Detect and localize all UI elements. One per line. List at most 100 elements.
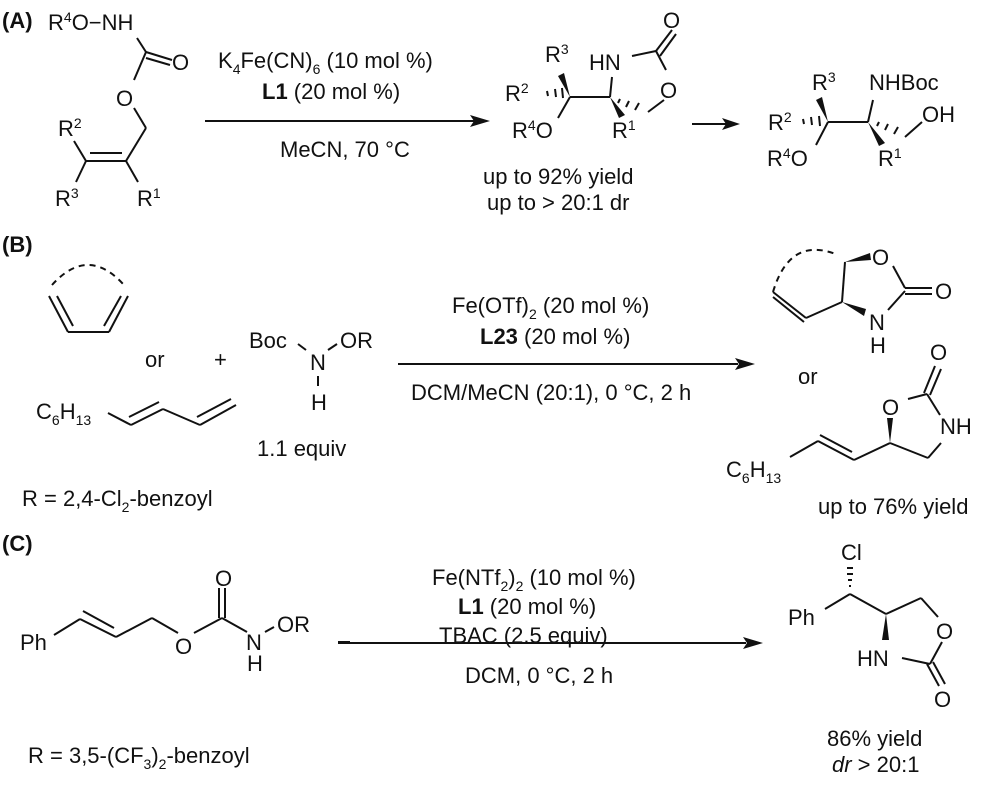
panel-a-conditions: K4Fe(CN)6 (10 mol %) L1 (20 mol %) MeCN,… [205, 48, 490, 162]
panel-c-product: Cl Ph O HN O 86% yield dr > 20:1 [788, 540, 953, 777]
ring-oxygen: O [872, 245, 889, 270]
panel-b-product-vinyl-oxazolidinone: O O NH C6H13 up to 76% yield [726, 340, 972, 519]
bond [125, 160, 139, 183]
h-label: H [247, 651, 263, 676]
bond [889, 442, 929, 459]
r2-substituent: R2 [505, 80, 529, 106]
bond [920, 597, 939, 618]
hash-bond [893, 126, 899, 135]
wedge-bond [887, 418, 893, 443]
ligand-label: L23 (20 mol %) [480, 324, 630, 349]
or-group: OR [277, 612, 310, 637]
bond [136, 37, 147, 53]
boc-hydroxylamine-reagent: Boc N OR H 1.1 equiv [249, 328, 373, 461]
arrowhead-icon [722, 118, 740, 130]
or-group: OR [340, 328, 373, 353]
ester-oxygen: O [175, 634, 192, 659]
panel-c-reactant: Ph O O N OR H [20, 566, 310, 676]
carbonyl-oxygen: O [172, 50, 189, 75]
bond [789, 440, 819, 458]
panel-c-conditions: Fe(NTf2)2 (10 mol %) L1 (20 mol %) TBAC … [338, 565, 763, 688]
double-bond [929, 368, 942, 396]
or-label: or [798, 364, 818, 389]
ring-oxygen: O [882, 395, 899, 420]
bond [904, 121, 923, 138]
r1-substituent: R1 [137, 185, 161, 211]
double-bond [819, 434, 853, 453]
wedge-bond [842, 302, 866, 316]
panel-a-product-amino-alcohol: R3 NHBoc OH R2 R4O R1 [767, 69, 955, 171]
double-bond [56, 295, 74, 327]
chlorine-label: Cl [841, 540, 862, 565]
catalyst-label: K4Fe(CN)6 (10 mol %) [218, 48, 433, 77]
wedge-bond [882, 614, 889, 640]
carbonyl-oxygen: O [930, 340, 947, 365]
bond [927, 442, 942, 459]
carbonyl-oxygen: O [215, 566, 232, 591]
panel-b-label: (B) [2, 232, 33, 257]
hash-bond [561, 87, 564, 99]
bond [885, 597, 922, 615]
h-label: H [870, 333, 886, 358]
hydroxyl-label: OH [922, 102, 955, 127]
panel-b-product-fused-oxazolidinone: O O N H [772, 245, 952, 358]
panel-c: (C) Ph O O N OR H R = 3,5-(CF3)2-benzoyl… [2, 531, 953, 777]
double-bond [196, 398, 232, 418]
double-bond [82, 610, 115, 629]
hash-bond [554, 88, 557, 98]
bond [73, 140, 87, 162]
linear-diene: C6H13 [36, 398, 237, 428]
panel-b-conditions: Fe(OTf)2 (20 mol %) L23 (20 mol %) DCM/M… [398, 293, 755, 405]
double-bond [926, 663, 940, 687]
panel-a-product-oxazolidinone: R3 HN O O R1 R2 R4O up to 92% yield up t [483, 8, 680, 215]
nitrogen-label: N [246, 630, 262, 655]
bond [849, 593, 887, 615]
r1-substituent: R1 [612, 117, 636, 143]
bond [647, 99, 665, 113]
bond [926, 393, 941, 416]
bond [133, 51, 147, 81]
or4-group: R4O [767, 145, 808, 171]
nitrogen-label: N [869, 310, 885, 335]
bond [817, 440, 855, 461]
r3-substituent: R3 [545, 41, 569, 67]
hexyl-group: C6H13 [726, 457, 781, 486]
bond [841, 261, 846, 303]
panel-b: (B) or + C6H13 Boc N OR [2, 232, 972, 519]
or-label: or [145, 347, 165, 372]
bond [133, 107, 147, 129]
bond [853, 442, 891, 461]
carbonyl-oxygen: O [663, 8, 680, 33]
arrowhead-icon [735, 358, 755, 370]
bond [75, 160, 87, 183]
hash-bond [876, 121, 880, 127]
yield-label: up to 76% yield [818, 494, 968, 519]
panel-a-label: (A) [2, 8, 33, 33]
bond [79, 618, 117, 638]
h-label: H [311, 390, 327, 415]
equiv-label: 1.1 equiv [257, 436, 346, 461]
bond [162, 408, 201, 426]
bond [892, 265, 906, 289]
ring-dashed-arc [772, 248, 839, 293]
hash-bond [884, 123, 889, 131]
bond [151, 617, 179, 634]
carbonyl-oxygen: O [934, 687, 951, 712]
bond [929, 641, 943, 665]
hash-bond [802, 118, 805, 125]
carbonyl-oxygen: O [935, 279, 952, 304]
double-bond [128, 401, 160, 418]
bond [48, 295, 69, 333]
bond [557, 96, 571, 119]
hash-bond [634, 102, 640, 111]
ring-dashed-arc [51, 264, 125, 286]
hash-bond [546, 90, 549, 97]
r4-group: R4O−NH [48, 9, 133, 35]
or4-group: R4O [512, 117, 553, 143]
bond [901, 657, 931, 665]
hash-bond [810, 116, 813, 126]
bond [867, 99, 874, 123]
hn-label: HN [857, 646, 889, 671]
wedge-bond [868, 122, 885, 146]
